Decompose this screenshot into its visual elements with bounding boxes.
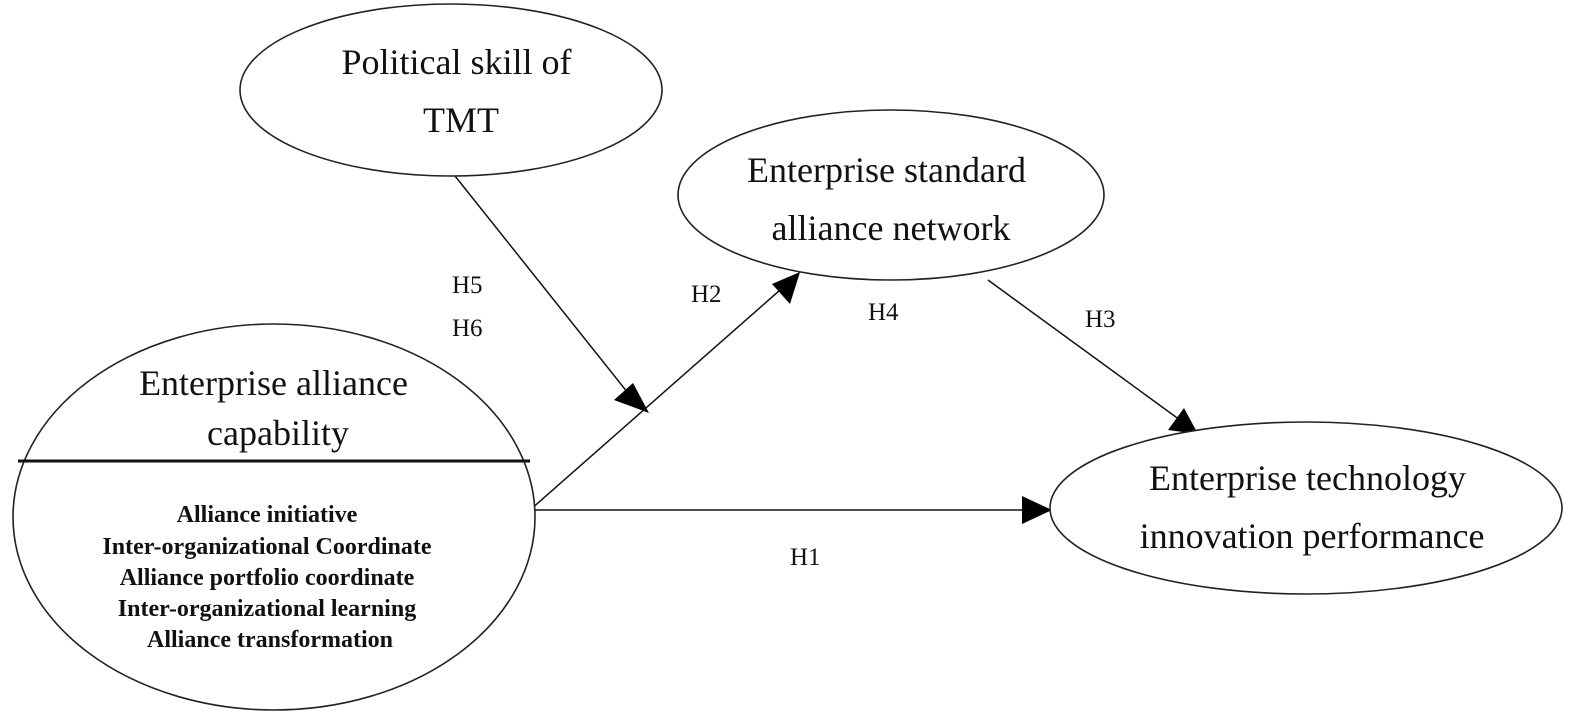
- capability-dimension-item: Alliance transformation: [147, 627, 393, 653]
- performance-title-line-2: innovation performance: [1140, 516, 1485, 556]
- arrowhead-h3: [1168, 408, 1198, 434]
- label-h6: H6: [452, 315, 483, 342]
- label-h1: H1: [790, 544, 821, 571]
- node-political-skill: Political skill of TMT: [239, 3, 663, 177]
- political-skill-title-line-2: TMT: [423, 100, 499, 140]
- capability-title-line-1: Enterprise alliance: [139, 363, 408, 403]
- capability-dimension-item: Alliance initiative: [177, 502, 358, 528]
- capability-dimension-item: Inter-organizational learning: [118, 596, 416, 622]
- capability-title-line-2: capability: [207, 413, 349, 453]
- edge-h5-h6-political-skill-moderation: [454, 175, 629, 394]
- svg-text:Enterprise standard alli: Enterprise standard alliance network: [747, 150, 1035, 248]
- label-h3: H3: [1085, 306, 1116, 333]
- node-alliance-capability: Enterprise alliance capability Alliance …: [12, 323, 536, 711]
- label-h2: H2: [691, 281, 722, 308]
- capability-dimension-item: Alliance portfolio coordinate: [120, 565, 415, 591]
- svg-text:Political skill of TMT: Political skill of TMT: [342, 42, 581, 140]
- arrowhead-h5-h6: [614, 383, 649, 413]
- node-standard-alliance-network: Enterprise standard alliance network: [677, 109, 1105, 281]
- svg-text:Alliance initiative Inte: Alliance initiative Inter-organizational…: [102, 502, 437, 653]
- svg-text:Enterprise alliance capa: Enterprise alliance capability: [139, 363, 417, 453]
- network-title-line-2: alliance network: [772, 208, 1011, 248]
- arrowhead-h1: [1022, 496, 1052, 524]
- label-h4: H4: [868, 299, 899, 326]
- edge-h3-network-to-performance: [987, 279, 1181, 421]
- label-h5: H5: [452, 272, 483, 299]
- performance-title-line-1: Enterprise technology: [1149, 458, 1466, 498]
- svg-text:Enterprise technology in: Enterprise technology innovation perform…: [1140, 458, 1485, 556]
- political-skill-title-line-1: Political skill of: [342, 42, 572, 82]
- node-innovation-performance: Enterprise technology innovation perform…: [1049, 421, 1563, 595]
- hypothesis-labels: H1 H2 H3 H4 H5 H6: [452, 272, 1116, 571]
- edge-h2-capability-to-network: [529, 289, 781, 511]
- network-title-line-1: Enterprise standard: [747, 150, 1026, 190]
- edges: [454, 175, 1198, 524]
- arrowhead-h2: [772, 272, 800, 304]
- capability-dimension-item: Inter-organizational Coordinate: [102, 534, 431, 560]
